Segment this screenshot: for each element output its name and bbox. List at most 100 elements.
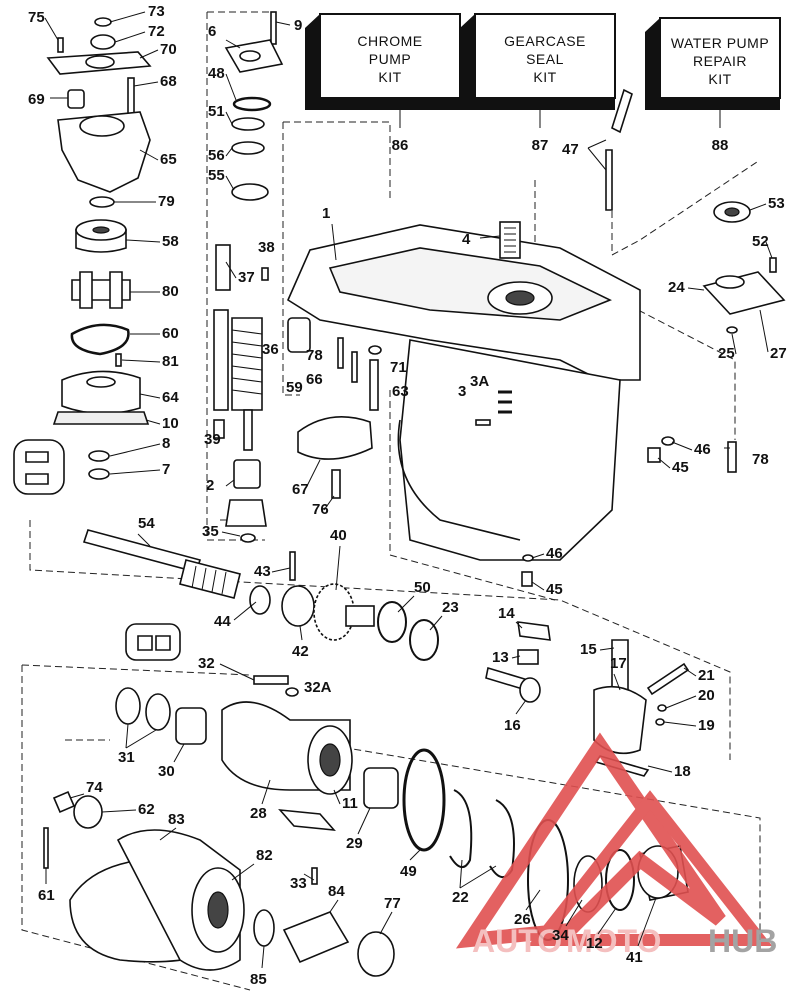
callout-7: 7 — [162, 461, 170, 478]
callout-26: 26 — [514, 911, 531, 928]
callout-20: 20 — [698, 687, 715, 704]
watermark-logo: AUTO MOTO HUB — [455, 732, 777, 959]
callout-78: 78 — [752, 451, 769, 468]
callout-76: 76 — [312, 501, 329, 518]
callout-62: 62 — [138, 801, 155, 818]
watermark-text-hub: HUB — [708, 923, 777, 959]
callout-59: 59 — [286, 379, 303, 396]
callout-73: 73 — [148, 3, 165, 20]
kit-water-pump-repair: WATER PUMP REPAIR KIT 88 — [645, 17, 781, 154]
callout-41: 41 — [626, 949, 643, 966]
kit-line: KIT — [378, 69, 401, 85]
callout-18: 18 — [674, 763, 691, 780]
callout-8: 8 — [162, 435, 170, 452]
callout-24: 24 — [668, 279, 685, 296]
callout-60: 60 — [162, 325, 179, 342]
kit-line: REPAIR — [693, 53, 747, 69]
callout-77: 77 — [384, 895, 401, 912]
propshaft-assembly — [82, 529, 439, 661]
callout-65: 65 — [160, 151, 177, 168]
callout-17: 17 — [610, 655, 627, 672]
driveshaft-assembly — [213, 11, 284, 543]
callout-84: 84 — [328, 883, 345, 900]
callout-13: 13 — [492, 649, 509, 666]
kit-gearcase-seal: GEARCASE SEAL KIT 87 — [460, 13, 616, 154]
callout-9: 9 — [294, 17, 302, 34]
leader-lines — [44, 11, 773, 969]
callout-4: 4 — [462, 231, 471, 248]
callout-14: 14 — [498, 605, 515, 622]
callout-44: 44 — [214, 613, 231, 630]
callout-37: 37 — [238, 269, 255, 286]
kit-line: GEARCASE — [504, 33, 586, 49]
callout-70: 70 — [160, 41, 177, 58]
callout-49: 49 — [400, 863, 417, 880]
pump-housing-right — [702, 201, 786, 334]
kit-line: KIT — [533, 69, 556, 85]
callout-79: 79 — [158, 193, 175, 210]
callout-3A: 3A — [470, 373, 489, 390]
watermark-text-auto: AUTO — [472, 923, 562, 959]
callout-61: 61 — [38, 887, 55, 904]
callout-47: 47 — [562, 141, 579, 158]
callout-54: 54 — [138, 515, 155, 532]
callout-85: 85 — [250, 971, 267, 988]
kit-chrome-pump: CHROME PUMP KIT 86 — [305, 13, 461, 154]
water-tube — [605, 88, 633, 211]
callout-75: 75 — [28, 9, 45, 26]
callout-83: 83 — [168, 811, 185, 828]
callout-71: 71 — [390, 359, 407, 376]
kit-line: CHROME — [357, 33, 422, 49]
callout-35: 35 — [202, 523, 219, 540]
callout-45: 45 — [672, 459, 689, 476]
callout-50: 50 — [414, 579, 431, 596]
watermark-text-moto: MOTO — [566, 923, 661, 959]
water-pump-assembly — [13, 17, 152, 495]
callout-15: 15 — [580, 641, 597, 658]
callout-32A: 32A — [304, 679, 332, 696]
callout-2: 2 — [206, 477, 214, 494]
callout-53: 53 — [768, 195, 785, 212]
callout-80: 80 — [162, 283, 179, 300]
callout-45: 45 — [546, 581, 563, 598]
kit-number: 88 — [712, 137, 729, 154]
callout-33: 33 — [290, 875, 307, 892]
callout-29: 29 — [346, 835, 363, 852]
callout-81: 81 — [162, 353, 179, 370]
callout-42: 42 — [292, 643, 309, 660]
callout-16: 16 — [504, 717, 521, 734]
callout-58: 58 — [162, 233, 179, 250]
callout-52: 52 — [752, 233, 769, 250]
small-hardware — [287, 317, 737, 587]
bearing-carrier-assembly — [115, 623, 515, 878]
callout-48: 48 — [208, 65, 225, 82]
kit-number: 87 — [532, 137, 549, 154]
callout-12: 12 — [586, 935, 603, 952]
callout-64: 64 — [162, 389, 179, 406]
kit-line: SEAL — [526, 51, 564, 67]
callout-36: 36 — [262, 341, 279, 358]
callout-22: 22 — [452, 889, 469, 906]
callout-38: 38 — [258, 239, 275, 256]
callout-21: 21 — [698, 667, 715, 684]
callout-10: 10 — [162, 415, 179, 432]
callout-56: 56 — [208, 147, 225, 164]
callout-68: 68 — [160, 73, 177, 90]
callout-28: 28 — [250, 805, 267, 822]
callout-3: 3 — [458, 383, 466, 400]
callout-63: 63 — [392, 383, 409, 400]
callout-46: 46 — [694, 441, 711, 458]
callout-27: 27 — [770, 345, 787, 362]
callout-11: 11 — [342, 795, 358, 812]
callout-55: 55 — [208, 167, 225, 184]
kit-line: PUMP — [369, 51, 411, 67]
kit-number: 86 — [392, 137, 409, 154]
callout-6: 6 — [208, 23, 216, 40]
callout-72: 72 — [148, 23, 165, 40]
callout-19: 19 — [698, 717, 715, 734]
callout-69: 69 — [28, 91, 45, 108]
callout-67: 67 — [292, 481, 309, 498]
kit-line: WATER PUMP — [671, 35, 769, 51]
